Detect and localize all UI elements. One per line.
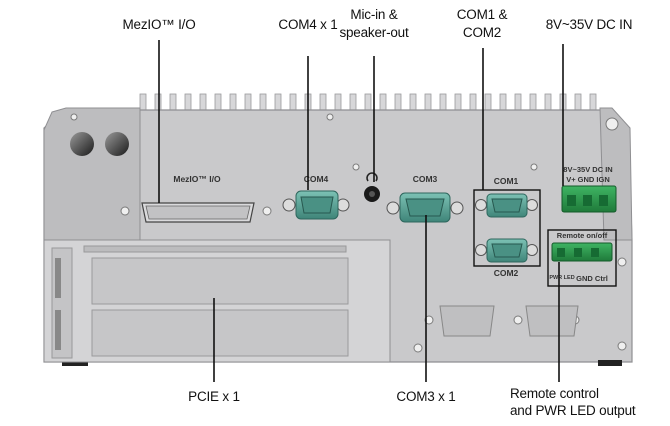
heatsink-fin (349, 93, 357, 113)
antenna-knob-1 (70, 132, 94, 156)
callout-com3: COM3 x 1 (396, 389, 456, 404)
knockout-db-right (525, 305, 579, 337)
heatsink-fin (259, 93, 267, 113)
heatsink-fin (439, 93, 447, 113)
mount-hole-right (605, 117, 619, 131)
heatsink-fin (379, 93, 387, 113)
com1-connector (475, 193, 538, 218)
callout-pcie: PCIE x 1 (188, 389, 240, 404)
panel-screws (70, 113, 627, 353)
chassis-ear-left (43, 107, 141, 241)
callout-com12-line2: COM2 (462, 25, 502, 40)
audio-jack (364, 172, 380, 202)
panel-label-dcin: 8V~35V DC IN (563, 165, 612, 174)
callout-mic-line1: Mic-in & (350, 7, 398, 22)
com2-connector (475, 238, 538, 263)
heatsink-fin (289, 93, 297, 113)
antenna-knob-2 (105, 132, 129, 156)
panel-label-remote: Remote on/off (557, 231, 608, 240)
knockout-db-left (439, 305, 495, 337)
heatsink-fin (394, 93, 402, 113)
heatsink-fin (139, 93, 147, 113)
panel-label-com4: COM4 (304, 174, 329, 184)
callout-mic-line2: speaker-out (339, 25, 409, 40)
heatsink-fin (214, 93, 222, 113)
heatsink-fin (499, 93, 507, 113)
remote-terminal-block (551, 242, 613, 262)
heatsink-fin (514, 93, 522, 113)
heatsink-fin (529, 93, 537, 113)
heatsink-fin (469, 93, 477, 113)
heatsink-fin (229, 93, 237, 113)
callout-remote-line1: Remote control (510, 386, 599, 401)
panel-label-com3: COM3 (413, 174, 438, 184)
panel-label-dcin-pins: V+ GND IGN (566, 175, 610, 184)
com3-connector (386, 192, 464, 223)
heatsink-fin (424, 93, 432, 113)
heatsink-fin (409, 93, 417, 113)
heatsink-fin (184, 93, 192, 113)
callout-dcin: 8V~35V DC IN (545, 17, 633, 32)
heatsink-fin (244, 93, 252, 113)
heatsink-fin (589, 93, 597, 113)
remote-outline (547, 229, 617, 287)
pcie-cassette (43, 239, 391, 363)
heatsink-fins (139, 93, 597, 113)
panel-label-mezio: MezIO™ I/O (173, 174, 221, 184)
panel-label-com1: COM1 (494, 176, 519, 186)
heatsink-fin (154, 93, 162, 113)
heatsink-fin (199, 93, 207, 113)
heatsink-fin (334, 93, 342, 113)
heatsink-fin (319, 93, 327, 113)
callout-remote-line2: and PWR LED output (510, 403, 636, 418)
pcie-slot-1 (91, 257, 349, 305)
heatsink-fin (484, 93, 492, 113)
heatsink-fin (454, 93, 462, 113)
heatsink-fin (574, 93, 582, 113)
callout-leaders (158, 40, 564, 382)
panel-label-pwr-led: PWR LED (549, 275, 574, 281)
heatsink-fin (274, 93, 282, 113)
panel-label-remote-pins: GND Ctrl (576, 274, 608, 283)
callout-com4: COM4 x 1 (278, 17, 338, 32)
heatsink-fin (364, 93, 372, 113)
com1-com2-outline (473, 189, 541, 267)
heatsink-fin (169, 93, 177, 113)
dcin-terminal-block (561, 185, 617, 213)
callout-mezio: MezIO™ I/O (122, 17, 196, 32)
com4-connector (282, 190, 350, 220)
chassis-foot-left (62, 360, 88, 366)
panel-label-com2: COM2 (494, 268, 519, 278)
chassis-foot-right (598, 360, 622, 366)
callout-com12-line1: COM1 & (456, 7, 508, 22)
pcie-slot-2 (91, 309, 349, 357)
heatsink-fin (544, 93, 552, 113)
